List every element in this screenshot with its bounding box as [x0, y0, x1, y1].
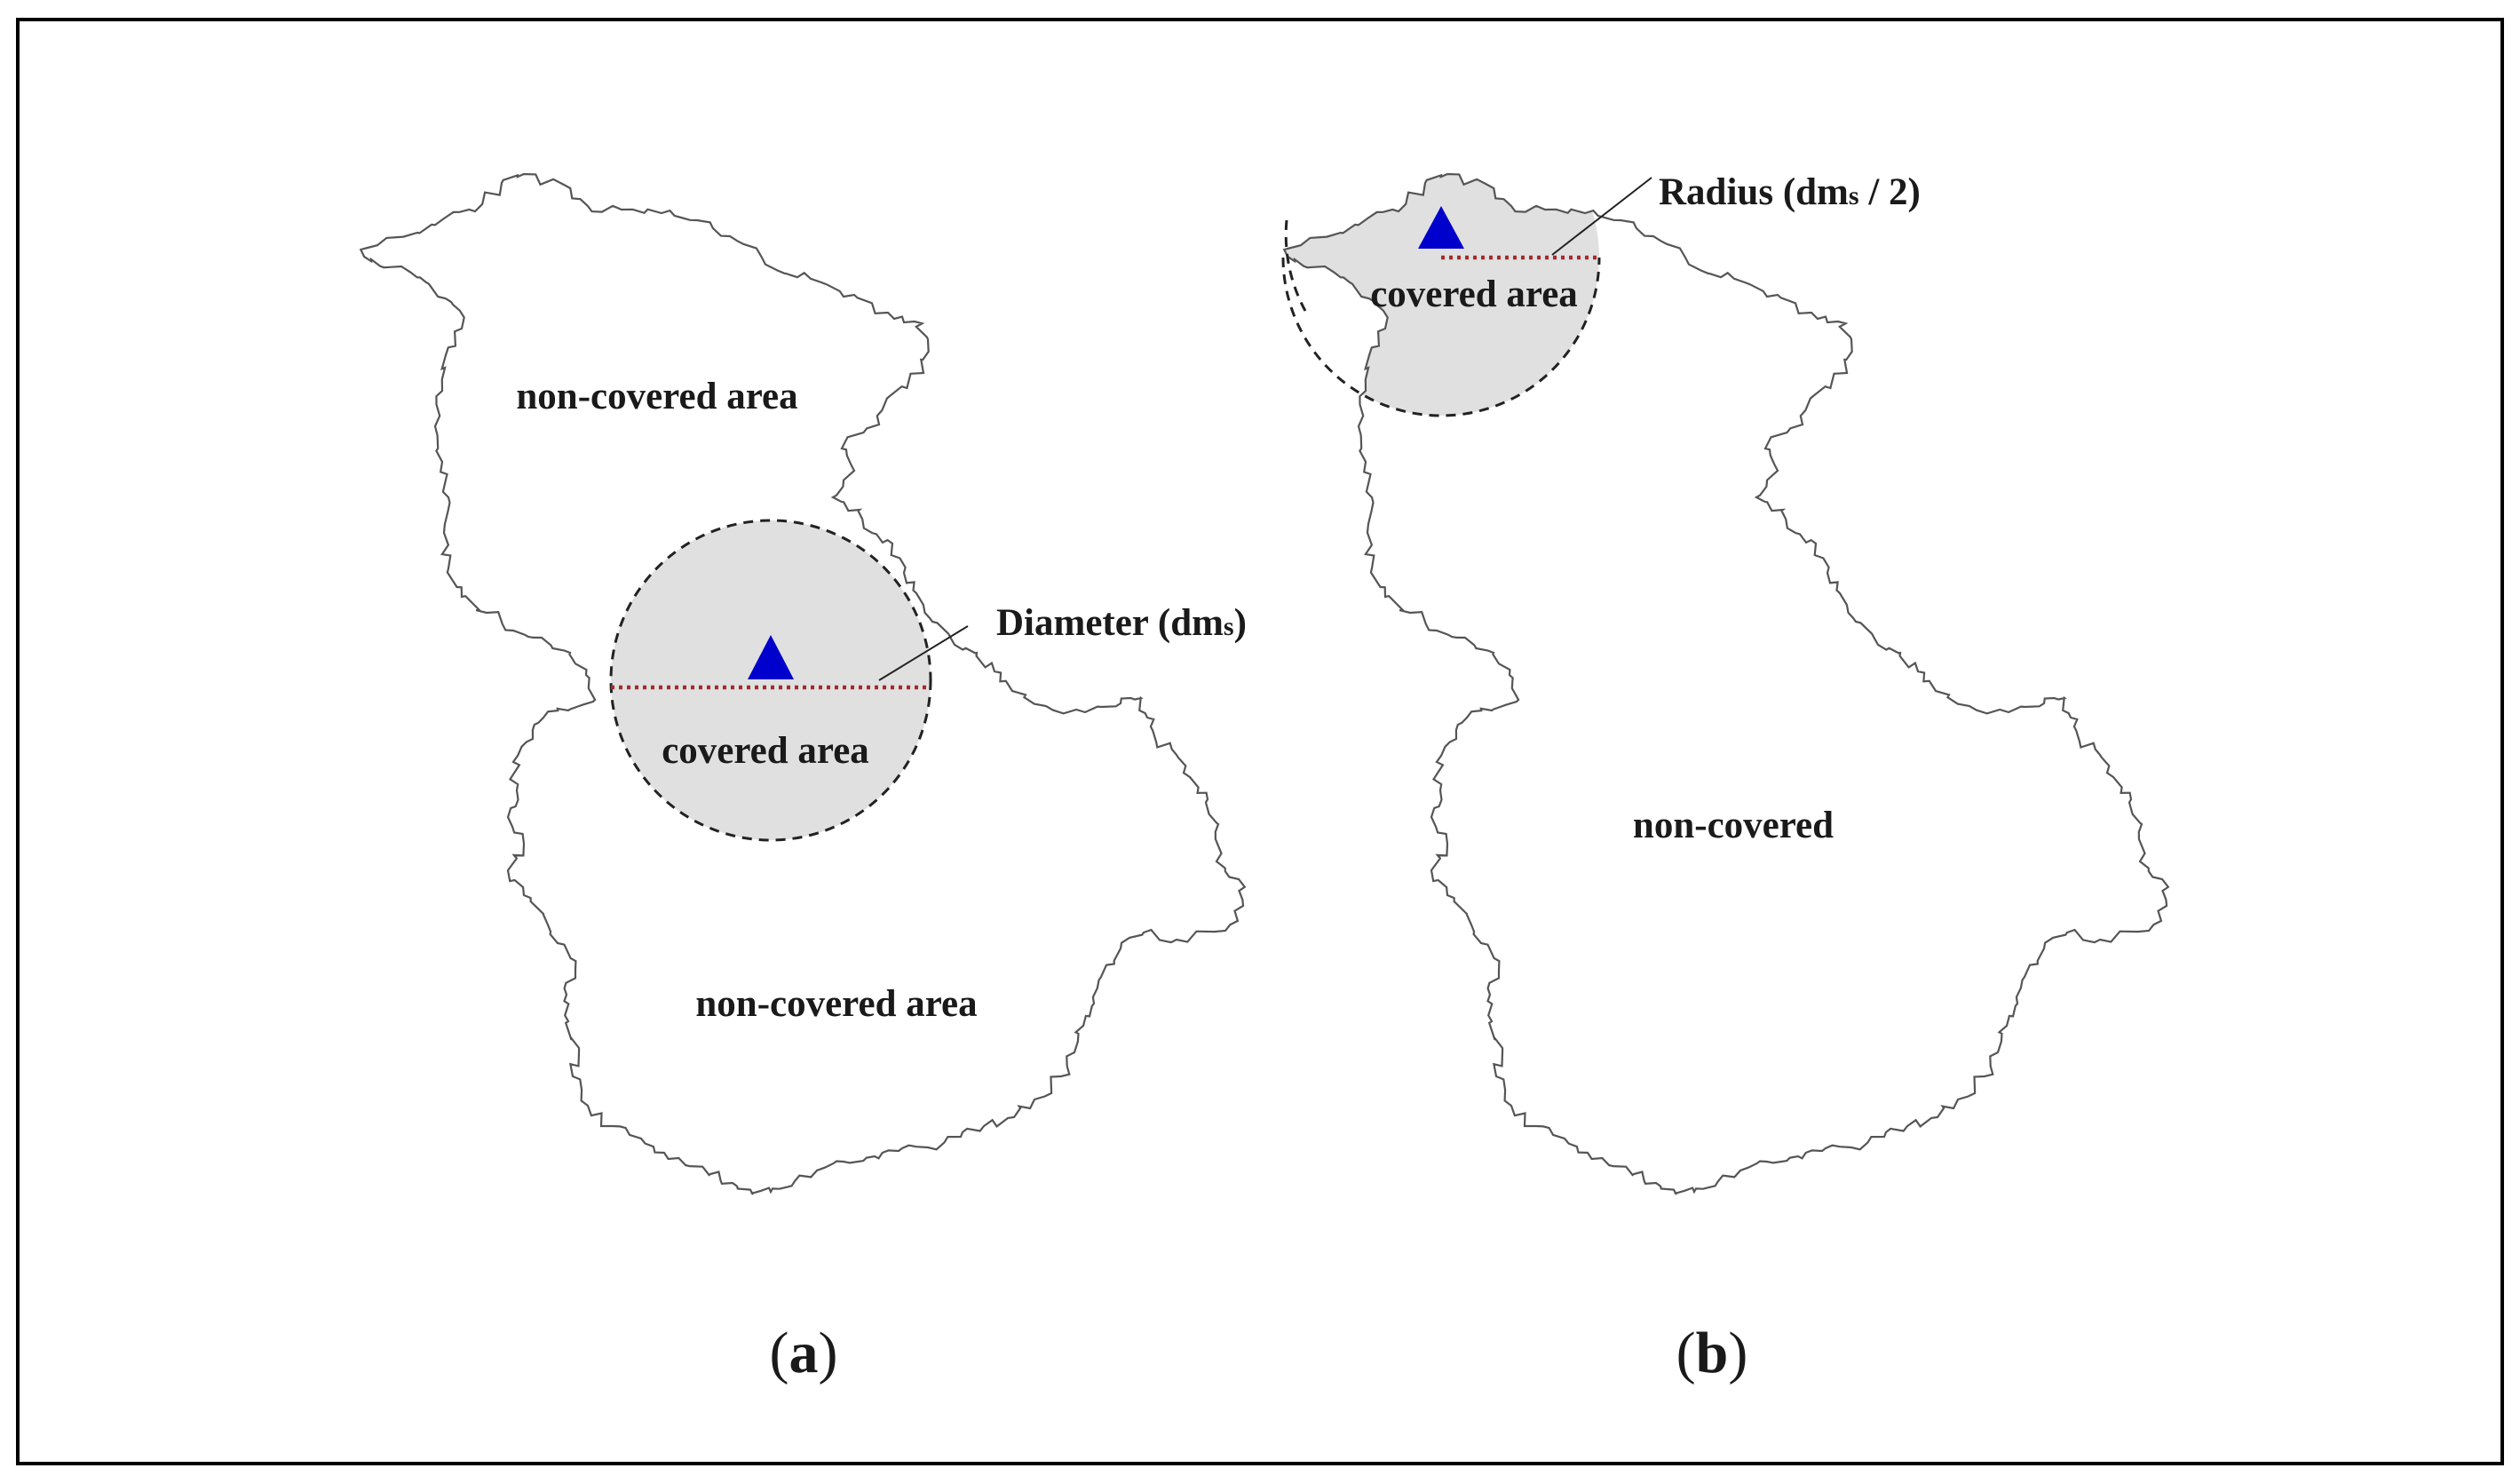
- panel-b-coverage-arc: [1281, 257, 1601, 417]
- panel-b-coverage-arc-left: [1284, 219, 1307, 312]
- panel-b-caption-open: (: [1676, 1321, 1696, 1385]
- panel-a-annotation-subscript: s: [1224, 612, 1234, 641]
- panel-b-caption-letter: b: [1696, 1321, 1729, 1385]
- panel-a-caption: (a): [770, 1321, 838, 1385]
- panel-a-upper-region-label: non-covered area: [516, 376, 797, 417]
- panel-b-leader-line: [1551, 177, 1652, 256]
- panel-b-station-icon: [1418, 206, 1464, 249]
- figure-frame: [16, 18, 2504, 1465]
- panel-b-region-label: non-covered: [1633, 805, 1834, 846]
- panel-a-annotation-prefix: Diameter (dm: [996, 602, 1224, 644]
- panel-a: non-covered area covered area non-covere…: [359, 172, 1247, 1385]
- panel-b-annotation-subscript: s: [1849, 181, 1859, 210]
- panel-b-boundary: [1282, 172, 2170, 1195]
- panel-b-covered-label: covered area: [1370, 274, 1578, 315]
- panel-a-caption-close: ): [819, 1321, 838, 1385]
- panel-a-covered-label: covered area: [662, 730, 869, 772]
- panel-a-leader-line: [878, 625, 969, 681]
- panel-b-caption: (b): [1676, 1321, 1748, 1385]
- panel-a-annotation-suffix: ): [1234, 602, 1247, 644]
- panel-b-caption-close: ): [1728, 1321, 1747, 1385]
- panel-a-caption-open: (: [770, 1321, 789, 1385]
- panel-b-annotation: Radius (dms / 2): [1659, 171, 1921, 213]
- panel-a-annotation: Diameter (dms): [996, 602, 1247, 644]
- panel-a-boundary: [359, 172, 1247, 1195]
- panel-a-station-icon: [748, 635, 794, 679]
- panel-a-lower-region-label: non-covered area: [695, 983, 977, 1025]
- panel-b-annotation-suffix: / 2): [1859, 171, 1921, 213]
- panel-a-caption-letter: a: [789, 1321, 819, 1385]
- panel-a-coverage-circle: [609, 519, 932, 842]
- panel-b-annotation-prefix: Radius (dm: [1659, 171, 1849, 213]
